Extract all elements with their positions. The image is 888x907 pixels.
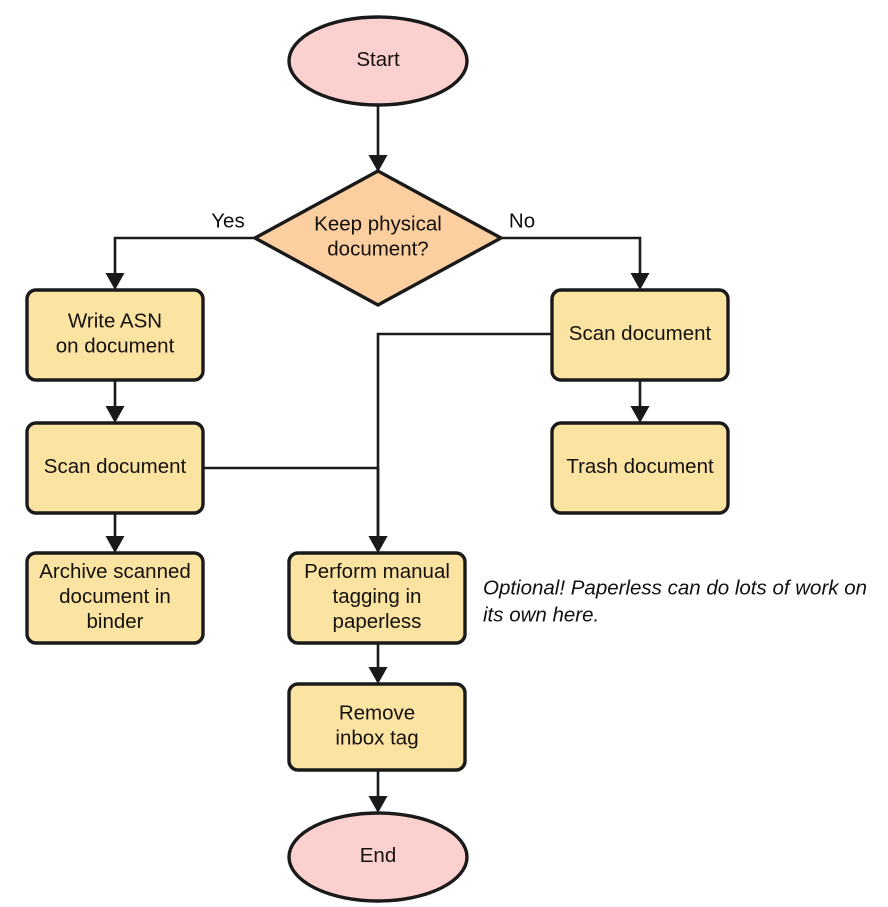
process-shape (550, 288, 730, 382)
terminator-shape (287, 811, 469, 903)
edge-arrowhead (630, 273, 650, 290)
edge-path (501, 236, 642, 283)
edge-scan-left-to-archive (105, 513, 125, 553)
edge-arrowhead (105, 536, 125, 553)
edge-arrowhead (368, 155, 388, 172)
edge-path (376, 332, 552, 546)
annotation-line: its own here. (483, 604, 599, 627)
node-label-line: document in (59, 585, 171, 608)
edge-write-asn-to-scan-left (105, 380, 125, 423)
node-label: Trash document (566, 455, 714, 478)
node-label-line: End (360, 844, 396, 867)
annotation-optional-note: Optional! Paperless can do lots of work … (483, 577, 867, 627)
edge-arrowhead (105, 273, 125, 290)
edge-decision-yes: Yes (105, 209, 255, 290)
edge-tagging-to-remove-tag (368, 643, 388, 684)
node-label: End (360, 844, 396, 867)
edge-label-decision-yes: Yes (211, 209, 244, 232)
node-label-line: Scan document (569, 322, 712, 345)
process-shape (25, 421, 205, 515)
edge-arrowhead (105, 406, 125, 423)
edge-remove-tag-to-end (368, 770, 388, 813)
node-label-line: paperless (333, 610, 422, 633)
process-shape (25, 288, 205, 382)
terminator-shape (287, 15, 469, 107)
node-label-line: Perform manual (304, 560, 450, 583)
node-end: End (287, 811, 469, 903)
node-label-line: Start (356, 48, 400, 71)
node-label: Scan document (44, 455, 187, 478)
node-label: Scan document (569, 322, 712, 345)
edge-label-decision-no: No (509, 209, 535, 232)
edge-path (203, 466, 380, 546)
node-label-line: Scan document (44, 455, 187, 478)
node-label-line: document? (327, 238, 428, 261)
node-label-line: binder (87, 610, 144, 633)
edge-arrowhead (630, 406, 650, 423)
node-label-line: Archive scanned (39, 560, 191, 583)
annotation-line: Optional! Paperless can do lots of work … (483, 577, 867, 600)
edge-arrowhead (368, 667, 388, 684)
edge-path (113, 236, 255, 283)
node-start: Start (287, 15, 469, 107)
node-label: Start (356, 48, 400, 71)
process-shape (25, 551, 205, 645)
process-shape (287, 551, 467, 645)
node-label-line: Trash document (566, 455, 714, 478)
edge-decision-no: No (501, 209, 650, 290)
node-scan-right: Scan document (550, 288, 730, 382)
decision-shape (253, 169, 503, 307)
edge-arrowhead (368, 536, 388, 553)
edges-layer: Yes No (105, 105, 650, 813)
node-label-line: Remove (339, 702, 415, 725)
node-label-line: tagging in (333, 585, 422, 608)
edge-scan-left-to-tagging (203, 466, 388, 553)
node-label-line: Write ASN (68, 310, 162, 333)
edge-arrowhead (368, 796, 388, 813)
process-shape (287, 682, 467, 772)
process-shape (550, 421, 730, 515)
node-label-line: on document (56, 335, 175, 358)
edge-start-to-decision (368, 105, 388, 172)
edge-scan-right-to-tagging (368, 332, 552, 553)
edge-scan-right-to-trash (630, 380, 650, 423)
node-label-line: inbox tag (335, 727, 418, 750)
annotations-layer: Optional! Paperless can do lots of work … (483, 577, 867, 627)
node-label-line: Keep physical (314, 213, 442, 236)
node-scan-left: Scan document (25, 421, 205, 515)
node-trash-document: Trash document (550, 421, 730, 515)
